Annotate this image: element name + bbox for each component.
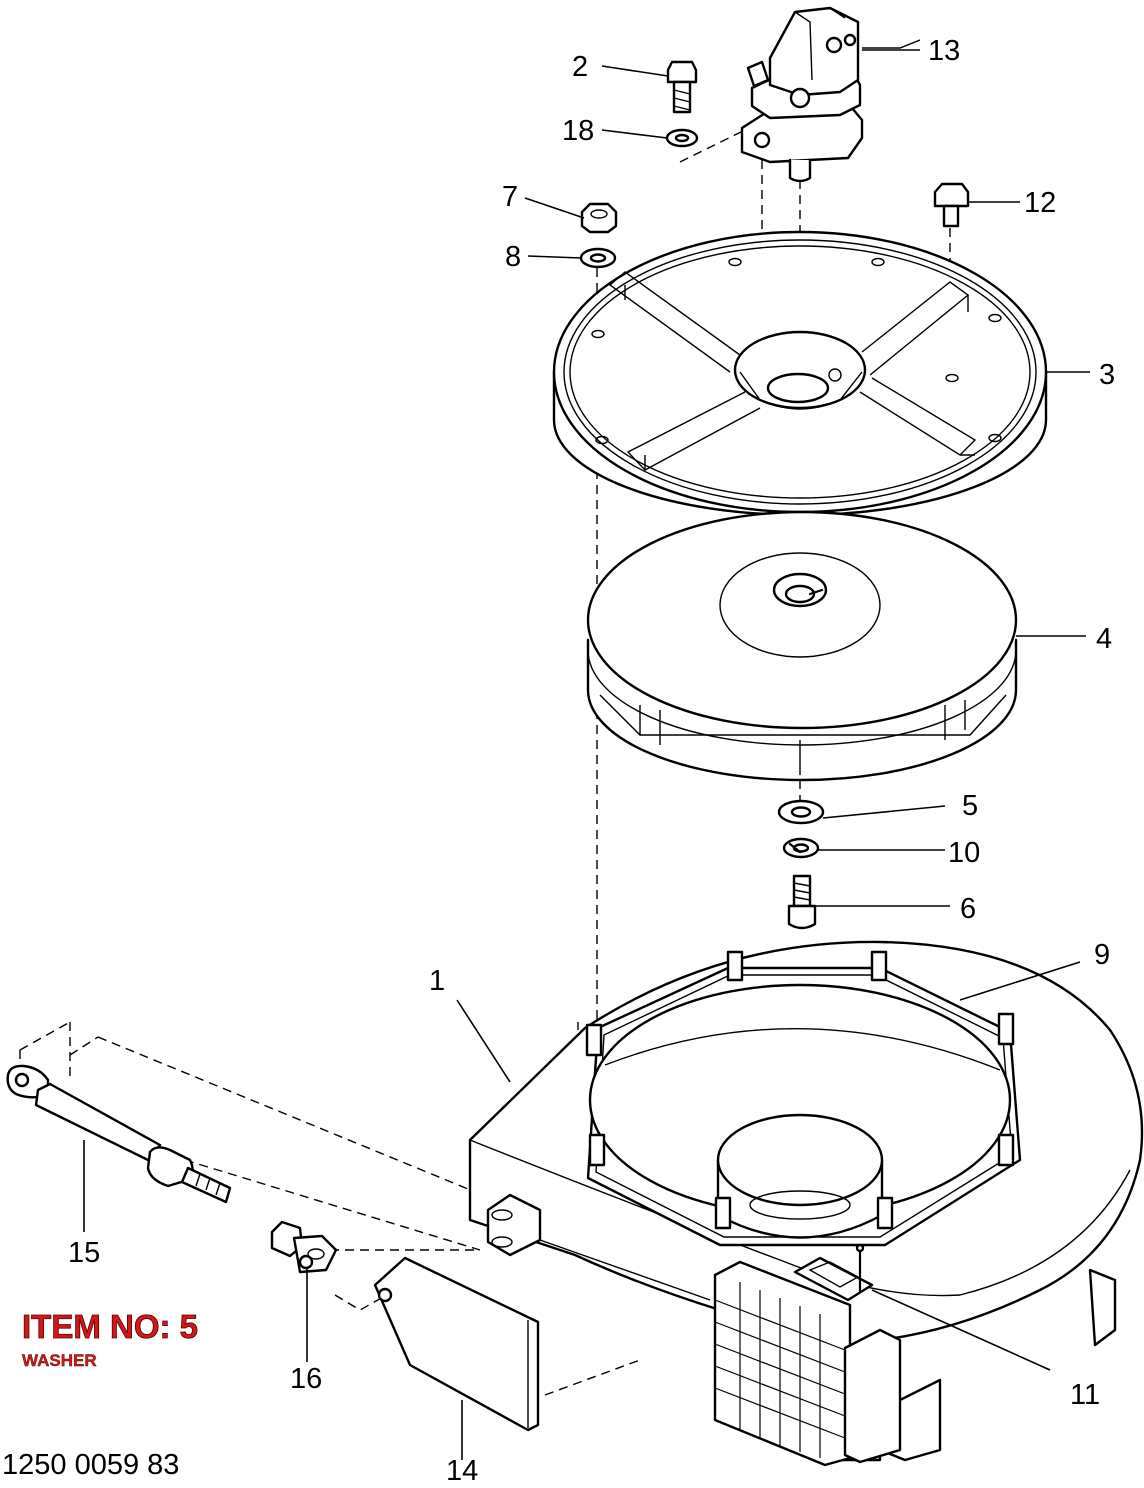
- part-10-lock-washer: [782, 837, 820, 859]
- part-1-housing: [468, 940, 1144, 1462]
- part-13-motor: [740, 6, 921, 183]
- part-15-actuator: [6, 1064, 232, 1204]
- leader-18: [601, 129, 668, 139]
- callout-15: 15: [68, 1237, 100, 1269]
- housing-studs: [585, 950, 1015, 1230]
- callout-16: 16: [290, 1363, 322, 1395]
- leader-1: [456, 999, 511, 1083]
- callout-7: 7: [502, 181, 518, 213]
- drawing-number: 1250 0059 83: [2, 1449, 179, 1481]
- callout-13: 13: [928, 35, 960, 67]
- part-3-cover-plate: [552, 230, 1048, 517]
- callout-6: 6: [960, 893, 976, 925]
- part-18-washer: [665, 128, 699, 148]
- part-5-washer: [777, 799, 825, 825]
- callout-3: 3: [1099, 359, 1115, 391]
- leader-5: [822, 805, 946, 819]
- callout-11: 11: [1070, 1379, 1100, 1411]
- callout-1: 1: [429, 965, 445, 997]
- callout-labels: 2 13 18 7 12 8 3 4 5 10 6 9 1 15 16 11 1…: [68, 35, 1115, 1487]
- leader-11: [871, 1289, 1051, 1371]
- callout-12: 12: [1024, 187, 1056, 219]
- leader-7: [524, 197, 585, 219]
- callout-2: 2: [572, 51, 588, 83]
- callout-10: 10: [948, 837, 980, 869]
- part-14-cover-panel: [373, 1256, 540, 1432]
- callout-9: 9: [1094, 939, 1110, 971]
- callout-8: 8: [505, 241, 521, 273]
- item-name: WASHER: [22, 1351, 97, 1370]
- leader-9: [959, 961, 1081, 1001]
- part-2-bolt: [666, 60, 698, 114]
- callout-5: 5: [962, 790, 978, 822]
- callout-4: 4: [1096, 623, 1112, 655]
- part-7-nut: [580, 202, 618, 234]
- part-6-screw: [787, 874, 817, 930]
- outlet-grille: [713, 1260, 902, 1467]
- callout-14: 14: [446, 1455, 478, 1487]
- part-8-washer: [579, 247, 617, 269]
- part-12-bolt: [933, 182, 970, 228]
- part-11-plate: [793, 1243, 874, 1302]
- callout-18: 18: [562, 115, 594, 147]
- item-highlight: ITEM NO: 5 WASHER: [22, 1308, 199, 1371]
- part-4-impeller: [586, 510, 1018, 782]
- leader-2: [601, 65, 669, 77]
- item-number-title: ITEM NO: 5: [22, 1308, 198, 1345]
- leader-8: [527, 255, 582, 259]
- part-16-clevis: [270, 1220, 338, 1274]
